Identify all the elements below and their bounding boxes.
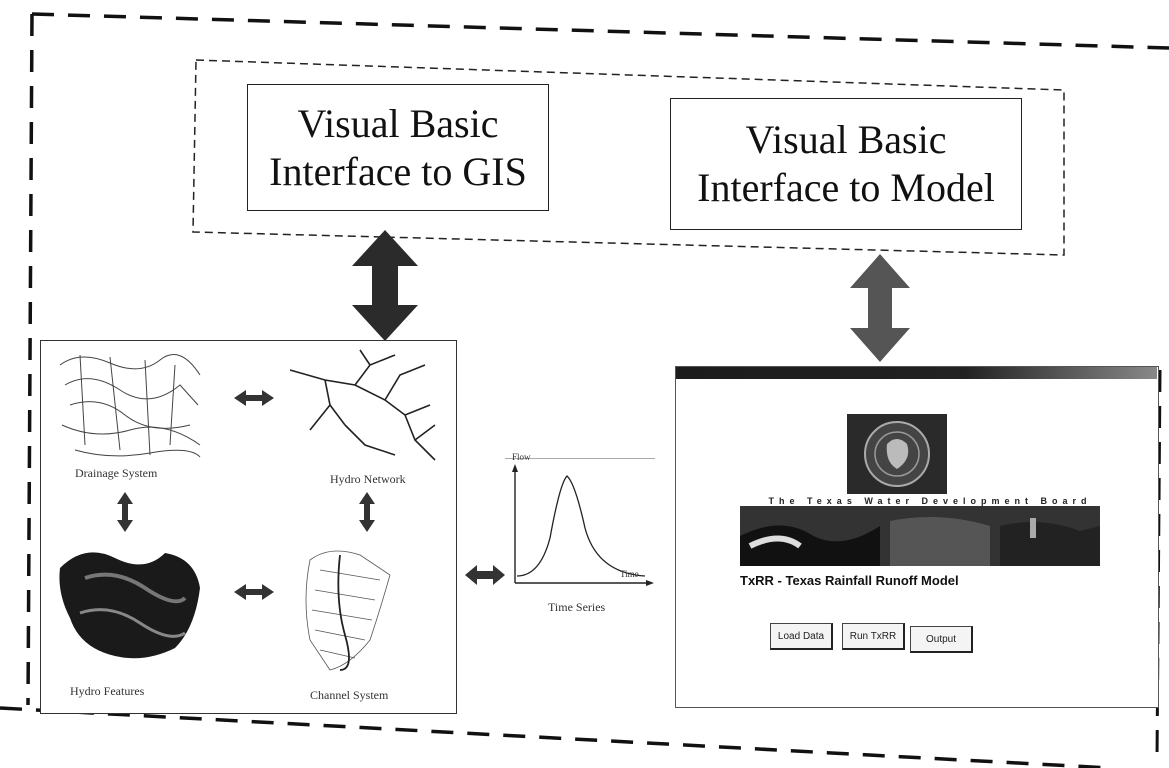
- hydro-features-map: [59, 552, 200, 659]
- drainage-network-arrow-icon: [234, 390, 274, 406]
- time-series-chart: [505, 458, 655, 586]
- gis-double-arrow-icon: [352, 230, 418, 341]
- vb-model-box: Visual Basic Interface to Model: [670, 98, 1022, 230]
- vb-model-line1: Visual Basic: [745, 117, 947, 162]
- features-channel-arrow-icon: [234, 584, 274, 600]
- network-channel-arrow-icon: [359, 492, 375, 532]
- run-txrr-button[interactable]: Run TxRR: [842, 623, 905, 650]
- load-data-button[interactable]: Load Data: [770, 623, 833, 650]
- channel-caption: Channel System: [310, 688, 389, 702]
- twdb-logo: [847, 414, 947, 494]
- network-caption: Hydro Network: [330, 472, 406, 486]
- ts-xlabel: Time: [620, 569, 639, 579]
- hydro-network-map: [289, 349, 436, 461]
- vb-model-line2: Interface to Model: [697, 165, 995, 210]
- drainage-caption: Drainage System: [75, 466, 158, 480]
- drainage-system-map: [59, 354, 201, 458]
- app-title: TxRR - Texas Rainfall Runoff Model: [740, 573, 959, 588]
- banner-text: The Texas Water Development Board: [768, 496, 1092, 506]
- features-caption: Hydro Features: [70, 684, 145, 698]
- drainage-features-arrow-icon: [117, 492, 133, 532]
- vb-gis-line1: Visual Basic: [297, 100, 499, 146]
- channel-system-map: [305, 550, 391, 671]
- panel-timeseries-arrow-icon: [465, 565, 505, 585]
- ts-caption: Time Series: [548, 600, 606, 614]
- vb-gis-box: Visual Basic Interface to GIS: [247, 84, 549, 211]
- output-button[interactable]: Output: [910, 626, 973, 653]
- model-double-arrow-icon: [850, 254, 910, 362]
- landscape-banner: [740, 506, 1100, 566]
- app-titlebar: [676, 367, 1157, 379]
- ts-ylabel: Flow: [512, 452, 531, 462]
- vb-gis-line2: Interface to GIS: [269, 148, 527, 194]
